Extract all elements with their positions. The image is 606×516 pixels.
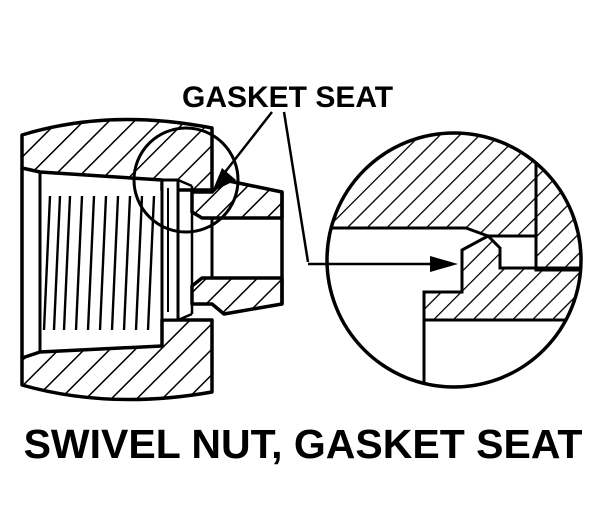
thread-lines (42, 195, 156, 331)
counter-bore (160, 178, 180, 322)
detail-circle (325, 131, 583, 389)
gasket-seat-label: GASKET SEAT (182, 81, 393, 114)
enlarged-detail (308, 131, 583, 389)
diagram-caption: SWIVEL NUT, GASKET SEAT (24, 421, 583, 467)
detail-nut-body (327, 133, 581, 272)
swivel-nut-section (20, 117, 284, 402)
tube-lower-wall (190, 276, 284, 316)
seat-arrowhead-small (212, 168, 236, 192)
detail-callout-circle (132, 126, 240, 234)
seat-arrowhead-large (430, 256, 458, 272)
callout-leaders (221, 111, 310, 263)
nut-lower-wall (20, 318, 214, 402)
nut-upper-wall (20, 117, 214, 192)
